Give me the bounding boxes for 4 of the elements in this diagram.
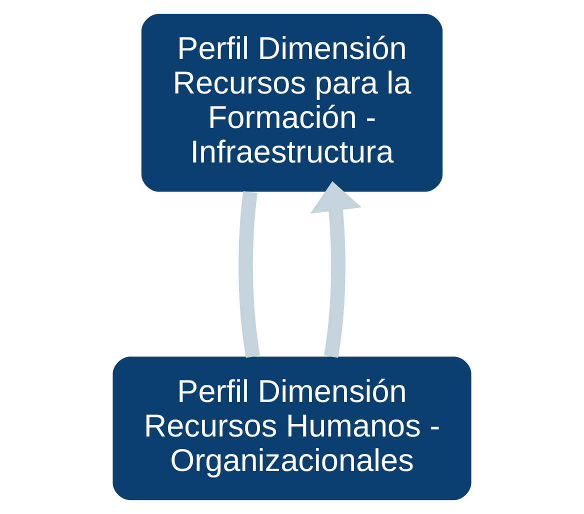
- node-box: Perfil Dimensión Recursos para la Formación - Infraestructura: [141, 14, 443, 192]
- node-box: Perfil Dimensión Recursos Humanos - Organizacionales: [112, 356, 472, 500]
- arrow: [310, 181, 362, 358]
- connector: [238, 191, 260, 358]
